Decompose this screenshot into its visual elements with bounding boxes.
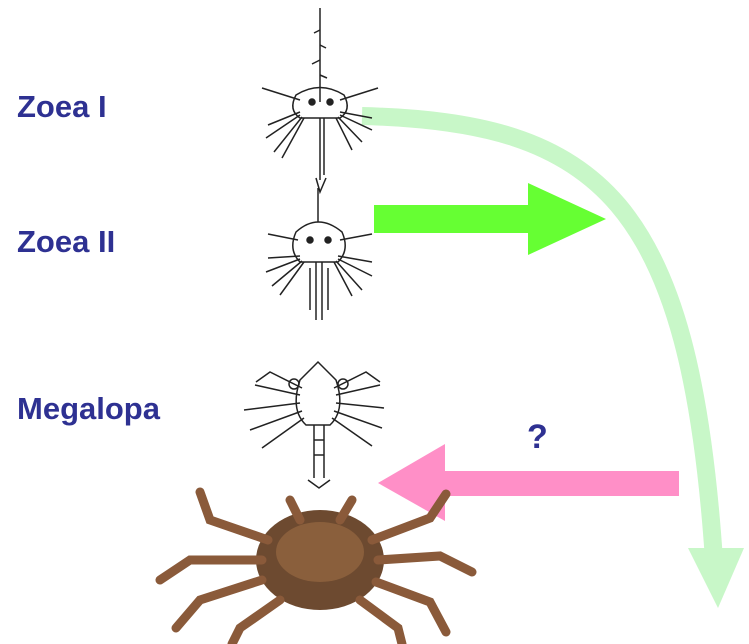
adult-crab-image bbox=[160, 492, 472, 644]
curved-arrow bbox=[362, 116, 744, 608]
stage-label-megalopa: Megalopa bbox=[17, 393, 160, 424]
forward-arrow bbox=[374, 183, 606, 255]
zoea-2-larva-illustration bbox=[266, 188, 372, 320]
stage-label-zoea-2: Zoea II bbox=[17, 226, 115, 257]
zoea-1-larva-illustration bbox=[262, 8, 378, 192]
question-mark-label: ? bbox=[527, 420, 548, 454]
megalopa-larva-illustration bbox=[244, 362, 384, 488]
stage-label-zoea-1: Zoea I bbox=[17, 91, 107, 122]
